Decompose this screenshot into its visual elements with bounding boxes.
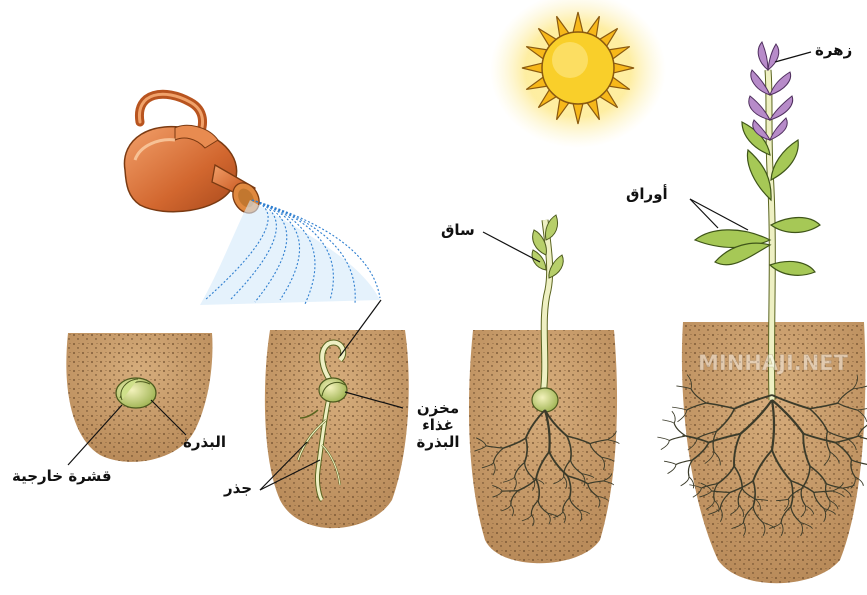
food-store-label: مخزن غذاء البذرة xyxy=(412,400,464,451)
food-store-line-2: غذاء xyxy=(412,417,464,434)
root-branch xyxy=(674,423,686,436)
root-branch xyxy=(657,437,669,440)
root-branch xyxy=(689,477,694,489)
root-branch xyxy=(669,436,686,441)
stem-label: ساق xyxy=(441,222,475,239)
food-store-line-1: مخزن xyxy=(412,400,464,417)
sun xyxy=(490,0,666,148)
watermark: MINHAJI.NET xyxy=(698,351,849,375)
soil-stage-2 xyxy=(265,330,409,528)
root-branch xyxy=(672,411,675,423)
watering-can xyxy=(124,94,264,218)
food-store-line-3: البذرة xyxy=(412,434,464,451)
seed-stage-1 xyxy=(116,378,156,408)
water-spray xyxy=(200,200,380,305)
root-branch xyxy=(664,461,676,464)
root-branch xyxy=(662,420,674,423)
seed-label: البذرة xyxy=(183,434,226,451)
root-branch xyxy=(668,465,676,474)
root-branch xyxy=(661,441,669,450)
leaves-label: أوراق xyxy=(626,186,668,203)
root-label: جذر xyxy=(224,480,252,497)
flower-label: زهرة xyxy=(815,42,852,59)
seed-coat-label: قشرة خارجية xyxy=(12,468,112,485)
root-branch xyxy=(681,477,689,486)
